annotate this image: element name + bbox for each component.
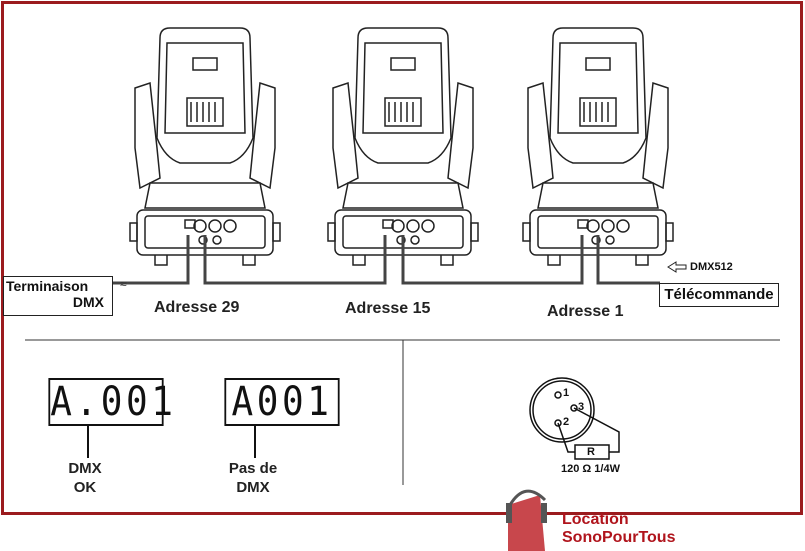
dmx-input-label: DMX512	[690, 261, 733, 273]
moving-head-fixture	[522, 27, 674, 266]
pin-label: 2	[563, 416, 570, 428]
display-caption: DMX OK	[62, 459, 108, 497]
caption-line: OK	[73, 479, 97, 496]
resistor	[574, 444, 610, 460]
fixture-address-label: Adresse 1	[547, 303, 624, 320]
fixture-address-label: Adresse 29	[154, 299, 240, 316]
diagram-frame	[1, 1, 803, 515]
termination-box: Terminaison DMX	[3, 276, 113, 316]
svg-text:≈: ≈	[120, 277, 127, 291]
xlr-connector	[529, 377, 620, 460]
display-dmx-ok: A.001	[48, 378, 177, 426]
caption-line: DMX	[236, 479, 270, 496]
caption-line: Pas de	[228, 460, 278, 477]
dmx-cables	[112, 235, 660, 285]
arrow-left-icon	[667, 261, 687, 273]
moving-head-fixture	[129, 27, 281, 266]
fixture-address-label: Adresse 15	[345, 300, 431, 317]
logo-text: Location SonoPourTous	[562, 511, 675, 547]
caption-line: DMX	[68, 460, 102, 477]
dividers	[25, 339, 780, 485]
termination-label: DMX	[72, 294, 104, 310]
remote-box: Télécommande	[659, 283, 779, 307]
pin-label: 3	[578, 401, 585, 413]
logo-line: SonoPourTous	[562, 529, 676, 546]
pin-label: 1	[563, 387, 570, 399]
resistor-spec: 120 Ω 1/4W	[561, 463, 620, 475]
logo-line: Location	[562, 511, 629, 528]
termination-label: Terminaison	[6, 278, 89, 294]
moving-head-fixture	[327, 27, 479, 266]
resistor-label: R	[587, 446, 595, 458]
display-no-dmx: A001	[224, 378, 340, 426]
logo-icon	[506, 489, 547, 551]
display-caption: Pas de DMX	[215, 459, 291, 497]
